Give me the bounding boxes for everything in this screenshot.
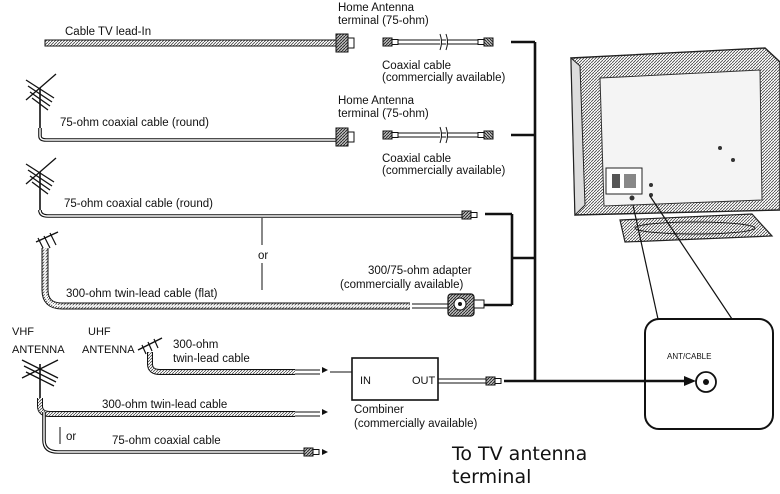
to-tv-antenna-label-sub: terminal <box>452 466 531 488</box>
row-cable-tv: Cable TV lead-In Home Antenna terminal (… <box>44 2 506 84</box>
combiner-in-label: IN <box>360 375 371 387</box>
ant-cable-label: ANT/CABLE <box>667 352 711 361</box>
combiner-label: Combiner <box>354 404 404 416</box>
combiner-label-sub: (commercially available) <box>354 418 478 430</box>
wall-terminal-icon <box>335 33 349 53</box>
vhf-antenna-label-sub: ANTENNA <box>12 344 65 356</box>
home-antenna-terminal-2: Home Antenna <box>338 95 415 107</box>
or-label-2: or <box>66 431 76 443</box>
adapter-label: 300/75-ohm adapter <box>368 265 472 277</box>
coax-round-1-label: 75-ohm coaxial cable (round) <box>60 117 209 129</box>
vhf-antenna-label: VHF <box>12 326 34 338</box>
vhf-coax-label: 75-ohm coaxial cable <box>112 435 221 447</box>
row-combiner: VHF ANTENNA UHF ANTENNA 300-ohm twin-lea… <box>12 326 502 457</box>
row-antenna-coax: 75-ohm coaxial cable (round) or <box>25 157 478 290</box>
vhf-twin-lead-label: 300-ohm twin-lead cable <box>102 399 227 411</box>
home-antenna-terminal-1: Home Antenna <box>338 2 415 14</box>
connection-bus <box>484 40 686 383</box>
coaxial-cable-2-sub: (commercially available) <box>382 165 506 177</box>
coaxial-cable-1: Coaxial cable <box>382 60 451 72</box>
to-tv-antenna-label: To TV antenna <box>451 443 587 465</box>
uhf-twin-lead-label: 300-ohm <box>173 339 218 351</box>
tv-rear-view <box>570 47 780 243</box>
or-label-1: or <box>258 250 268 262</box>
arrow-to-terminal <box>684 376 696 386</box>
coaxial-cable-2: Coaxial cable <box>382 153 451 165</box>
coax-round-2-label: 75-ohm coaxial cable (round) <box>64 198 213 210</box>
twin-lead-flat-label: 300-ohm twin-lead cable (flat) <box>66 288 218 300</box>
wall-terminal-icon-2 <box>335 127 349 147</box>
uhf-antenna-icon <box>137 337 163 355</box>
uhf-twin-lead-label-sub: twin-lead cable <box>173 353 250 365</box>
home-antenna-terminal-2-sub: terminal (75-ohm) <box>338 108 429 120</box>
adapter-icon <box>447 293 485 317</box>
uhf-antenna-label-sub: ANTENNA <box>82 344 135 356</box>
row-antenna-wall: 75-ohm coaxial cable (round) Home Antenn… <box>25 73 506 177</box>
cable-tv-lead-in-label: Cable TV lead-In <box>65 26 151 38</box>
uhf-antenna-label: UHF <box>88 326 111 338</box>
vhf-antenna-icon <box>21 359 59 400</box>
home-antenna-terminal-1-sub: terminal (75-ohm) <box>338 15 429 27</box>
terminal-zoom: ANT/CABLE <box>632 195 774 430</box>
row-twin-lead: 300/75-ohm adapter (commercially availab… <box>35 231 485 317</box>
combiner-box: IN OUT <box>351 357 439 401</box>
combiner-out-label: OUT <box>412 375 436 387</box>
adapter-label-sub: (commercially available) <box>340 279 464 291</box>
coaxial-cable-1-sub: (commercially available) <box>382 72 506 84</box>
